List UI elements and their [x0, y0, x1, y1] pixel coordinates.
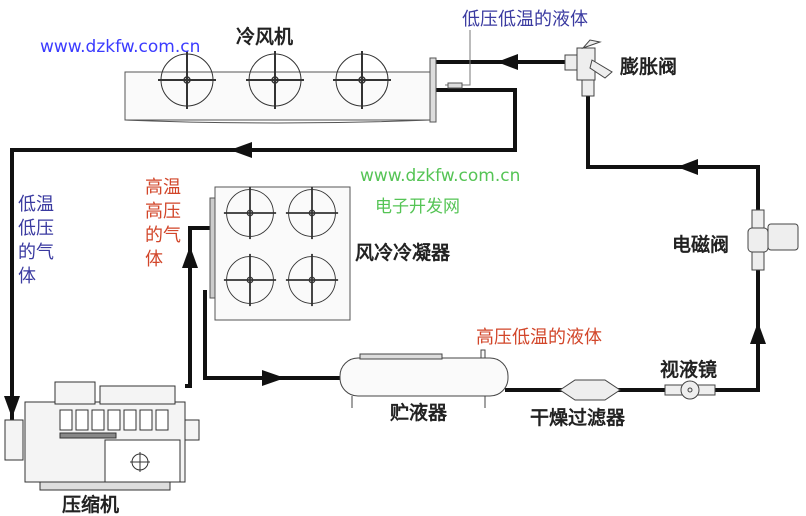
arrow-left: [230, 142, 252, 158]
watermark-green: www.dzkfw.com.cn: [360, 166, 521, 186]
expansion-valve-label: 膨胀阀: [620, 56, 678, 78]
compressor-label: 压缩机: [62, 494, 120, 516]
arrow-down: [4, 396, 20, 418]
capillary-tube: [445, 30, 471, 86]
solenoid-valve: [747, 209, 799, 271]
arrow-left: [677, 159, 698, 175]
arrow-up: [182, 246, 198, 268]
sight-glass: [664, 380, 716, 400]
condenser-unit: [209, 185, 351, 321]
arrow-right: [262, 370, 285, 386]
filter-drier: [559, 379, 621, 401]
compressor: [4, 381, 200, 491]
low-pressure-liquid-label: 低压低温的液体: [462, 9, 588, 30]
filter-drier-label: 干燥过滤器: [530, 407, 626, 429]
arrow-up: [750, 322, 766, 344]
watermark-blue: www.dzkfw.com.cn: [40, 37, 201, 57]
high-temp-gas-label: 高温高压的气体: [145, 177, 181, 270]
evaporator-label: 冷风机: [236, 26, 294, 48]
arrow-left: [497, 54, 518, 70]
low-temp-gas-label: 低温低压的气体: [18, 194, 54, 287]
expansion-valve: [564, 39, 613, 97]
watermark-site-name: 电子开发网: [375, 197, 460, 217]
solenoid-valve-label: 电磁阀: [672, 234, 730, 256]
receiver-label: 贮液器: [390, 402, 448, 424]
sight-glass-label: 视液镜: [660, 359, 718, 381]
liquid-receiver: [339, 349, 509, 408]
flow-arrows: [4, 54, 766, 418]
condenser-label: 风冷冷凝器: [355, 242, 451, 264]
evaporator-unit: [124, 50, 463, 124]
high-pressure-liquid-label: 高压低温的液体: [476, 327, 602, 348]
